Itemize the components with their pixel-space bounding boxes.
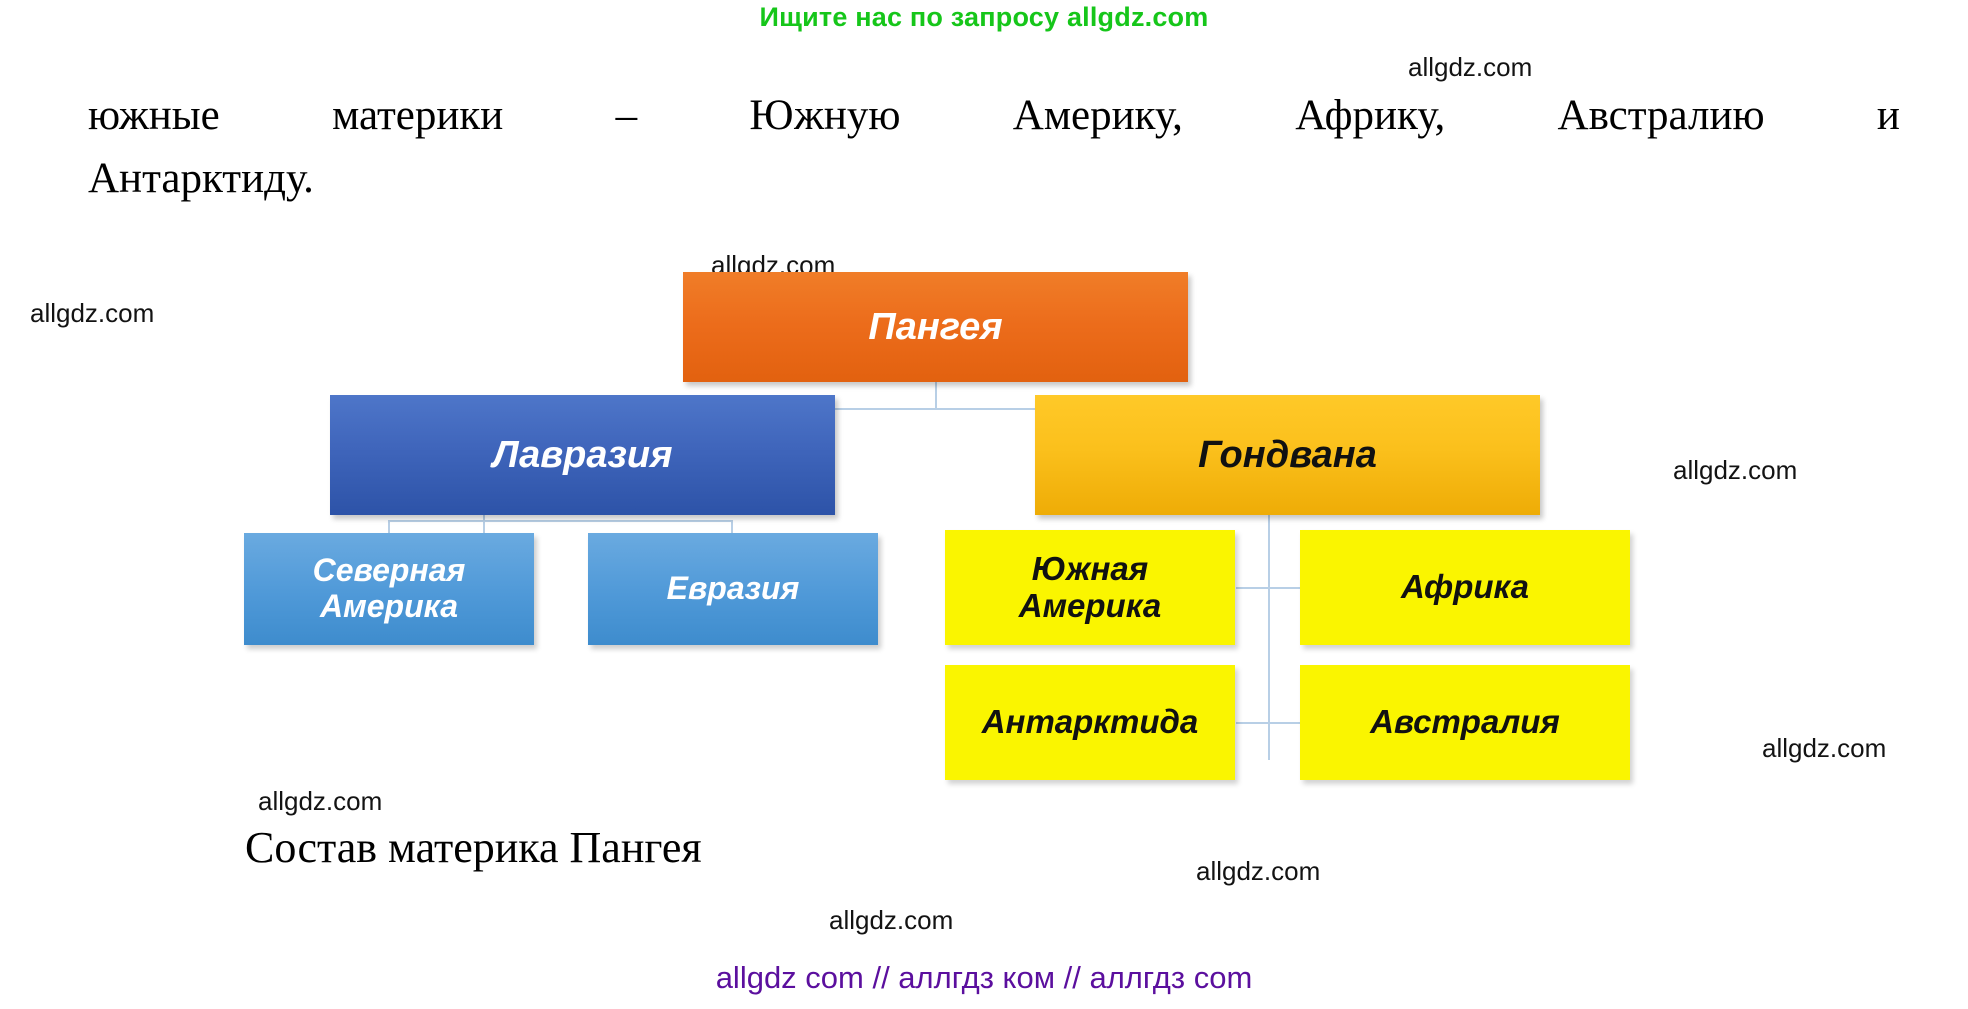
paragraph-word: – (615, 92, 638, 139)
connector-laurasia-bus (388, 520, 733, 522)
footer-branding: allgdz com // аллгдз ком // аллгдз com (715, 960, 1253, 995)
watermark: allgdz.com (1673, 455, 1798, 485)
connector-gondwana-tick-lower (1236, 722, 1300, 724)
node-australia[interactable]: Австралия (1300, 665, 1630, 780)
node-label-line2: Америка (319, 588, 459, 624)
node-label-line2: Америка (1018, 586, 1162, 624)
node-gondwana[interactable]: Гондвана (1035, 395, 1540, 515)
paragraph-word: Австралию (1557, 92, 1765, 139)
node-antarctica[interactable]: Антарктида (945, 665, 1235, 780)
node-label-line1: Южная (1031, 549, 1149, 587)
paragraph-line-1: южные материки – Южную Америку, Африку, … (88, 85, 1900, 146)
node-south-america[interactable]: Южная Америка (945, 530, 1235, 645)
node-eurasia-label: Евразия (666, 570, 800, 607)
node-laurasia-label: Лавразия (492, 433, 673, 476)
node-gondwana-label: Гондвана (1198, 433, 1377, 476)
node-africa[interactable]: Африка (1300, 530, 1630, 645)
promo-banner: Ищите нас по запросу allgdz.com (759, 2, 1209, 32)
watermark: allgdz.com (30, 298, 155, 328)
node-eurasia[interactable]: Евразия (588, 533, 878, 645)
connector-pangea-bus (582, 408, 1289, 410)
watermark: allgdz.com (1196, 856, 1321, 886)
connector-laurasia-stem (483, 515, 485, 542)
watermark: allgdz.com (1762, 733, 1887, 763)
paragraph-word: Южную (749, 92, 901, 139)
watermark: allgdz.com (829, 905, 954, 935)
node-label-line1: Северная (312, 552, 466, 589)
node-antarctica-label: Антарктида (981, 703, 1199, 741)
node-pangea-label: Пангея (868, 305, 1003, 348)
node-australia-label: Австралия (1370, 703, 1560, 741)
pangea-hierarchy-diagram: Пангея Лавразия Гондвана Северная Америк… (0, 240, 1968, 800)
connector-laurasia-to-eurasia (731, 520, 733, 545)
connector-gondwana-tick-upper (1236, 587, 1300, 589)
node-laurasia[interactable]: Лавразия (330, 395, 835, 515)
node-north-america[interactable]: Северная Америка (244, 533, 534, 645)
diagram-caption: Состав материка Пангея (245, 823, 702, 872)
connector-laurasia-to-north-america (388, 520, 390, 545)
node-africa-label: Африка (1400, 568, 1529, 606)
connector-pangea-stem (935, 382, 937, 410)
node-pangea[interactable]: Пангея (683, 272, 1188, 382)
paragraph-word: Африку, (1295, 92, 1446, 139)
paragraph-line-2: Антарктиду. (88, 155, 314, 203)
body-paragraph: южные материки – Южную Америку, Африку, … (88, 85, 1900, 209)
watermark: allgdz.com (258, 786, 383, 816)
node-north-america-label: Северная Америка (312, 552, 466, 625)
watermark: allgdz.com (1408, 52, 1533, 82)
paragraph-word: и (1876, 92, 1900, 139)
paragraph-word: материки (332, 92, 504, 139)
paragraph-word: Америку, (1012, 92, 1183, 139)
node-south-america-label: Южная Америка (1018, 549, 1162, 625)
connector-gondwana-spine (1268, 515, 1270, 760)
paragraph-word: южные (88, 92, 220, 139)
